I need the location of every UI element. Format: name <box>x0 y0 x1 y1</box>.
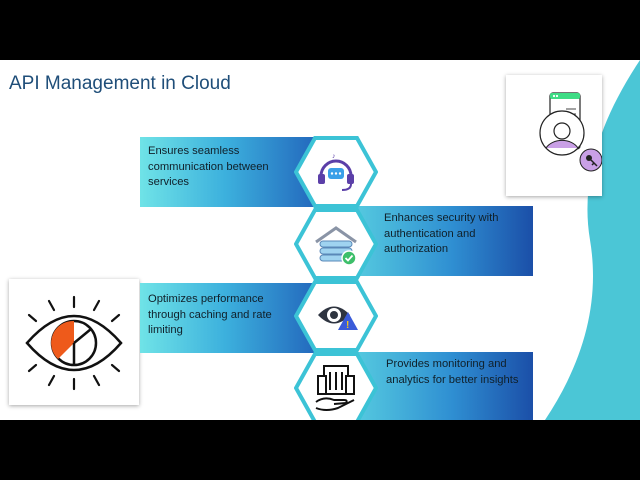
hex-3: ! <box>294 280 378 352</box>
identity-thumbnail <box>506 75 602 196</box>
id-card-key-icon <box>539 92 602 172</box>
feature-text-4: Provides monitoring and analytics for be… <box>386 358 519 386</box>
feature-text-1: Ensures seamless communication between s… <box>148 145 269 188</box>
building-hand-icon <box>315 365 355 411</box>
eye-analytics-thumbnail <box>9 279 139 405</box>
svg-text:♪: ♪ <box>332 153 336 160</box>
slide: API Management in Cloud <box>0 60 640 420</box>
feature-text-3: Optimizes performance through caching an… <box>148 293 272 336</box>
svg-text:!: ! <box>346 320 349 331</box>
secure-server-icon <box>315 226 357 266</box>
headset-chat-icon: ♪ <box>318 153 354 191</box>
decorative-wave <box>545 60 640 420</box>
hex-4 <box>294 352 378 420</box>
eye-pie-chart-icon <box>25 295 123 391</box>
eye-warning-icon: ! <box>318 306 358 331</box>
slide-title: API Management in Cloud <box>9 73 231 94</box>
hex-2 <box>294 208 378 280</box>
feature-text-2: Enhances security with authentication an… <box>384 212 499 255</box>
hex-1: ♪ <box>294 136 378 208</box>
